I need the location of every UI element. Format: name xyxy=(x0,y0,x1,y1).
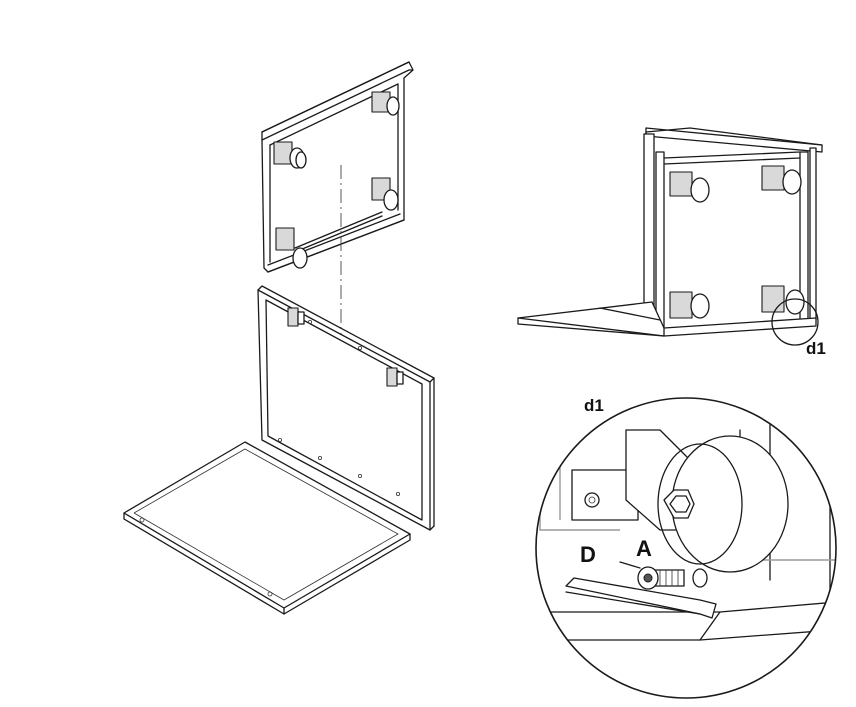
back-panel-frame xyxy=(257,285,435,531)
part-label-a: A xyxy=(636,536,652,561)
mounting-bracket xyxy=(287,307,305,327)
caster-wheel xyxy=(275,227,308,269)
mounting-bracket xyxy=(386,367,404,387)
detail-view-d1 xyxy=(536,398,836,698)
caster-wheel xyxy=(669,171,710,203)
caster-wheel xyxy=(371,177,399,211)
detail-callout-label: d1 xyxy=(806,339,826,358)
screw-a xyxy=(637,566,708,590)
assembled-unit xyxy=(517,127,823,337)
caster-wheel xyxy=(273,141,307,169)
detail-view-border xyxy=(535,397,837,699)
part-label-d: D xyxy=(580,542,596,567)
detail-title: d1 xyxy=(584,396,604,415)
floor-plate xyxy=(123,441,411,615)
caster-wheel xyxy=(669,291,710,319)
caster-wheel xyxy=(761,165,802,195)
caster-wheel xyxy=(371,91,400,116)
detail-callout-circle xyxy=(771,298,819,346)
caster-wheel xyxy=(761,285,805,315)
caster-base-frame xyxy=(261,61,414,273)
wedge-d xyxy=(565,577,717,619)
